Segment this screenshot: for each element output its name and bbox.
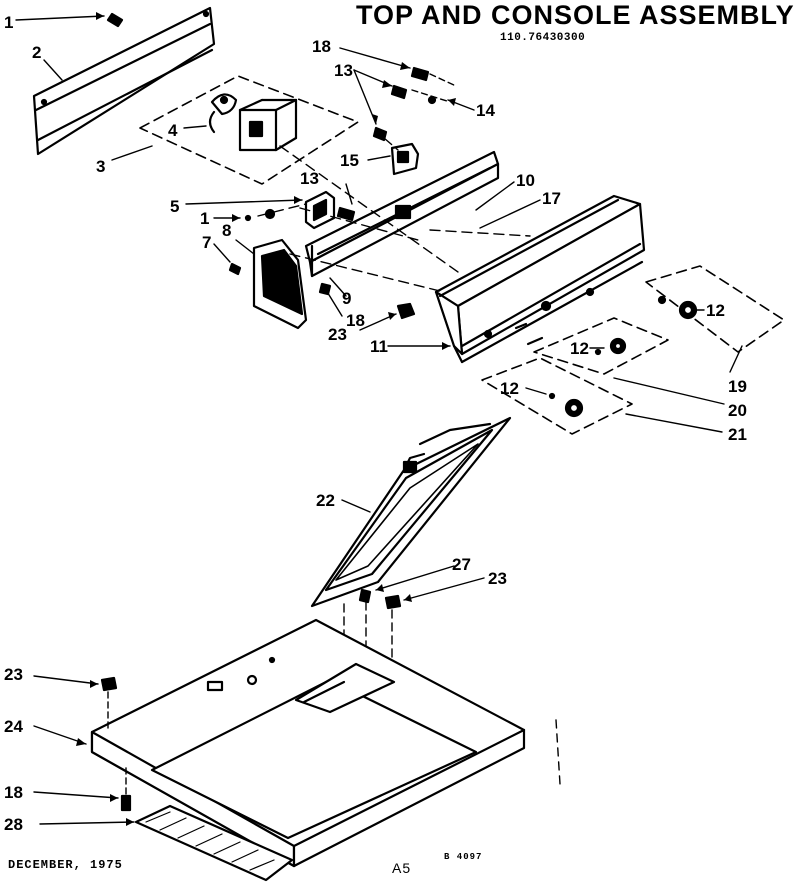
callout: 11 bbox=[370, 337, 388, 356]
footer-code: B 4097 bbox=[444, 852, 483, 862]
callout: 7 bbox=[202, 233, 211, 252]
callout: 4 bbox=[168, 121, 178, 140]
hardware-upper bbox=[372, 66, 457, 142]
rear-panel-part bbox=[32, 6, 216, 156]
bracket-part bbox=[390, 142, 420, 176]
switch-part bbox=[208, 93, 238, 134]
callout: 19 bbox=[728, 377, 747, 396]
control-panel-part bbox=[434, 194, 646, 364]
end-cap-part bbox=[228, 238, 308, 330]
switch-bracket-part bbox=[244, 190, 356, 230]
callout: 23 bbox=[488, 569, 507, 588]
diagram-title: TOP AND CONSOLE ASSEMBLY bbox=[356, 0, 795, 30]
callout: 18 bbox=[312, 37, 331, 56]
callout: 1 bbox=[200, 209, 209, 228]
callout: 3 bbox=[96, 157, 105, 176]
footer-date: DECEMBER, 1975 bbox=[8, 858, 123, 872]
top-assembly-part bbox=[90, 618, 526, 868]
callout: 28 bbox=[4, 815, 23, 834]
callout: 24 bbox=[4, 717, 23, 736]
callout: 5 bbox=[170, 197, 179, 216]
callout: 12 bbox=[706, 301, 725, 320]
callout: 20 bbox=[728, 401, 747, 420]
callout: 21 bbox=[728, 425, 747, 444]
callout: 12 bbox=[500, 379, 519, 398]
callout: 14 bbox=[476, 101, 495, 120]
pad-part bbox=[134, 804, 294, 882]
screw-part bbox=[106, 12, 124, 28]
callout: 22 bbox=[316, 491, 335, 510]
model-number: 110.76430300 bbox=[500, 32, 586, 44]
timer-motor-part bbox=[238, 98, 298, 152]
callout: 18 bbox=[346, 311, 365, 330]
callout: 1 bbox=[4, 13, 13, 32]
callout: 13 bbox=[334, 61, 353, 80]
console-rail-part bbox=[304, 150, 500, 278]
callout: 10 bbox=[516, 171, 535, 190]
callout: 17 bbox=[542, 189, 561, 208]
callout: 12 bbox=[570, 339, 589, 358]
callout: 27 bbox=[452, 555, 471, 574]
callout: 23 bbox=[4, 665, 23, 684]
callout-labels: 1 2 3 4 5 13 1 7 8 18 13 15 14 10 17 9 1… bbox=[4, 13, 747, 834]
callout: 8 bbox=[222, 221, 231, 240]
callout: 23 bbox=[328, 325, 347, 344]
door-lid-part bbox=[310, 416, 512, 608]
footer-page: A5 bbox=[392, 860, 412, 876]
callout: 2 bbox=[32, 43, 41, 62]
callout: 18 bbox=[4, 783, 23, 802]
callout: 9 bbox=[342, 289, 351, 308]
callout: 13 bbox=[300, 169, 319, 188]
callout: 15 bbox=[340, 151, 359, 170]
